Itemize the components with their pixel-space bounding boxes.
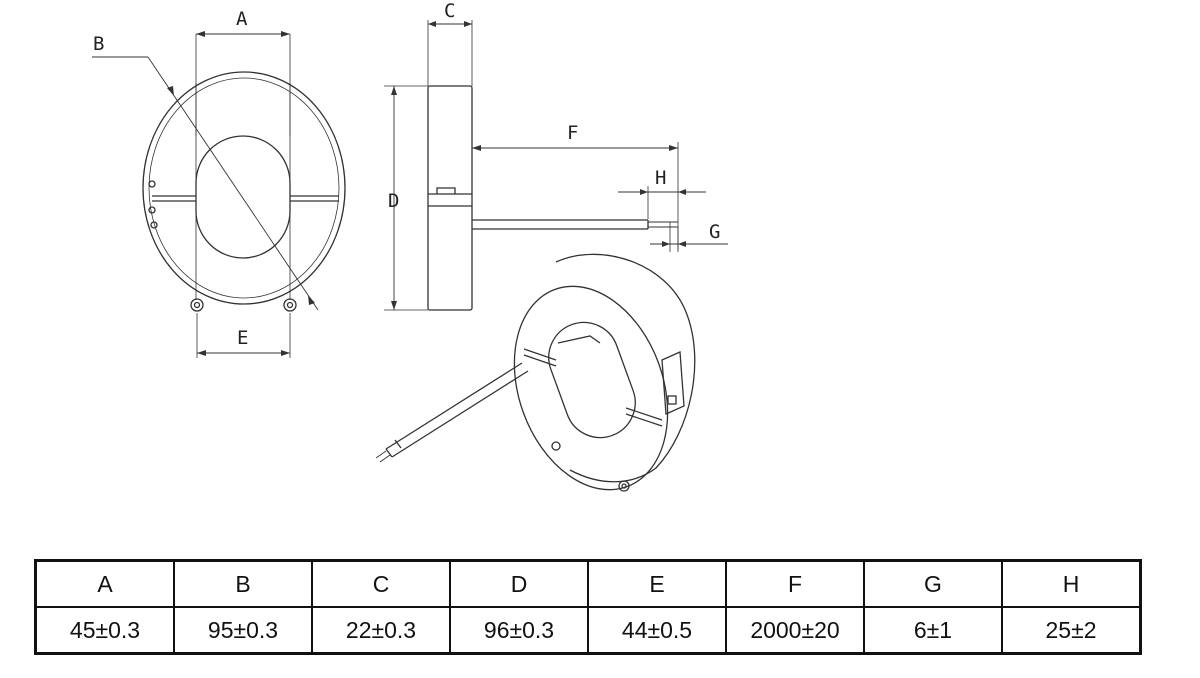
dim-label-e: E: [237, 327, 248, 349]
side-view: [384, 20, 728, 311]
technical-drawing: A B C D E F H G: [92, 0, 728, 492]
iso-outer-back: [555, 253, 696, 483]
table-header-cell: B: [173, 559, 313, 608]
table-value-row: 45±0.3 95±0.3 22±0.3 96±0.3 44±0.5 2000±…: [34, 606, 1142, 655]
table-header-cell: G: [863, 559, 1003, 608]
iso-window: [548, 321, 636, 439]
front-view-outer-ring-inner-edge: [148, 77, 340, 299]
dim-label-c: C: [444, 0, 455, 22]
table-header-cell: F: [725, 559, 865, 608]
table-header-cell: E: [587, 559, 727, 608]
table-header-cell: C: [311, 559, 451, 608]
iso-outer-front: [513, 285, 669, 491]
front-view-window: [195, 135, 291, 259]
table-header-cell: D: [449, 559, 589, 608]
table-header-cell: A: [34, 559, 175, 608]
table-value-cell: 25±2: [1001, 606, 1142, 655]
table-value-cell: 6±1: [863, 606, 1003, 655]
table-header-row: A B C D E F G H: [34, 559, 1142, 608]
dimension-table: A B C D E F G H 45±0.3 95±0.3 22±0.3 96±…: [34, 559, 1142, 655]
dim-label-f: F: [567, 122, 578, 144]
dim-label-g: G: [709, 221, 720, 243]
dim-label-h: H: [655, 167, 666, 189]
dim-label-b: B: [93, 33, 104, 55]
table-value-cell: 96±0.3: [449, 606, 589, 655]
dim-label-a: A: [236, 8, 248, 30]
front-view-outer-ring: [142, 71, 346, 305]
table-value-cell: 22±0.3: [311, 606, 451, 655]
table-value-cell: 44±0.5: [587, 606, 727, 655]
side-view-body: [427, 85, 473, 311]
table-value-cell: 2000±20: [725, 606, 865, 655]
table-value-cell: 95±0.3: [173, 606, 313, 655]
dim-label-d: D: [388, 190, 399, 212]
table-value-cell: 45±0.3: [34, 606, 175, 655]
table-header-cell: H: [1001, 559, 1142, 608]
isometric-view: [375, 253, 696, 492]
front-view: [92, 31, 346, 358]
